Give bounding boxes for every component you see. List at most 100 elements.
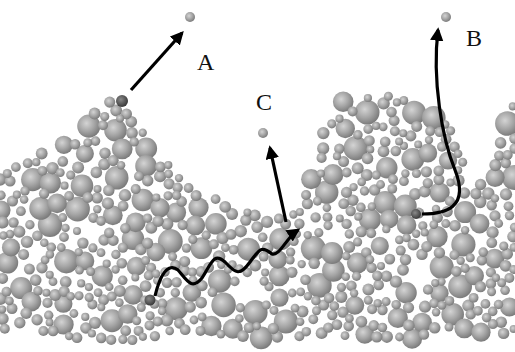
- cluster-sphere: [403, 302, 414, 313]
- cluster-sphere: [432, 308, 440, 316]
- cluster-sphere: [296, 317, 305, 326]
- cluster-sphere: [82, 192, 93, 203]
- cluster-sphere: [58, 213, 67, 222]
- cluster-sphere: [341, 331, 350, 340]
- cluster-sphere: [377, 262, 385, 270]
- cluster-sphere: [322, 164, 343, 185]
- cluster-sphere: [429, 322, 441, 334]
- cluster-sphere: [30, 274, 42, 286]
- cluster-sphere: [469, 293, 479, 303]
- cluster-sphere: [364, 94, 372, 102]
- cluster-sphere: [337, 283, 346, 292]
- cluster-sphere: [487, 226, 499, 238]
- cluster-sphere: [355, 100, 380, 125]
- cluster-sphere: [374, 299, 382, 307]
- cluster-sphere: [97, 248, 106, 257]
- cluster-sphere: [11, 162, 21, 172]
- cluster-sphere: [33, 286, 43, 296]
- path-arrow: [270, 148, 286, 222]
- cluster-sphere: [336, 215, 344, 223]
- cluster-sphere: [229, 245, 239, 255]
- cluster-sphere: [152, 216, 163, 227]
- cluster-sphere: [510, 243, 515, 252]
- cluster-sphere: [142, 238, 153, 249]
- particle-label: C: [256, 90, 272, 114]
- cluster-sphere: [60, 182, 68, 190]
- cluster-sphere: [131, 184, 141, 194]
- cluster-sphere: [104, 97, 115, 108]
- cluster-sphere: [221, 243, 230, 252]
- cluster-sphere: [118, 276, 128, 286]
- cluster-sphere: [504, 201, 514, 211]
- cluster-sphere: [335, 291, 347, 303]
- cluster-sphere: [2, 238, 20, 256]
- cluster-sphere: [132, 316, 141, 325]
- cluster-sphere: [313, 197, 322, 206]
- cluster-sphere: [171, 288, 180, 297]
- cluster-sphere: [348, 106, 358, 116]
- cluster-sphere: [376, 180, 385, 189]
- cluster-sphere: [178, 220, 188, 230]
- cluster-sphere: [454, 319, 474, 339]
- cluster-sphere: [86, 267, 95, 276]
- cluster-sphere: [366, 145, 374, 153]
- cluster-sphere: [314, 228, 323, 237]
- cluster-sphere: [134, 171, 144, 181]
- cluster-sphere: [172, 191, 182, 201]
- cluster-sphere: [499, 242, 508, 251]
- cluster-sphere: [111, 265, 119, 273]
- cluster-sphere: [184, 301, 196, 313]
- cluster-sphere: [419, 329, 430, 340]
- cluster-sphere: [486, 237, 497, 248]
- cluster-sphere: [64, 191, 74, 201]
- cluster-sphere: [494, 300, 503, 309]
- cluster-sphere: [494, 219, 503, 228]
- cluster-sphere: [362, 153, 374, 165]
- cluster-sphere: [93, 205, 101, 213]
- cluster-sphere: [168, 252, 177, 261]
- cluster-sphere: [454, 150, 463, 159]
- cluster-sphere: [141, 256, 150, 265]
- cluster-sphere: [510, 325, 515, 333]
- cluster-sphere: [65, 332, 73, 340]
- cluster-sphere: [77, 279, 85, 287]
- cluster-sphere: [0, 216, 9, 228]
- cluster-sphere: [509, 133, 515, 143]
- cluster-sphere: [304, 292, 312, 300]
- cluster-sphere: [329, 301, 339, 311]
- cluster-sphere: [412, 230, 420, 238]
- cluster-sphere: [495, 137, 507, 149]
- cluster-sphere: [296, 208, 304, 216]
- cluster-sphere: [2, 287, 12, 297]
- cluster-sphere: [0, 313, 9, 325]
- cluster-sphere: [487, 287, 496, 296]
- cluster-sphere: [397, 264, 409, 276]
- cluster-sphere: [471, 323, 490, 342]
- cluster-sphere: [342, 252, 351, 261]
- cluster-sphere: [38, 326, 48, 336]
- cluster-sphere: [368, 202, 377, 211]
- cluster-sphere: [226, 229, 237, 240]
- cluster-sphere: [286, 247, 295, 256]
- cluster-sphere: [317, 170, 325, 178]
- cluster-sphere: [438, 301, 447, 310]
- cluster-sphere: [89, 108, 101, 120]
- cluster-sphere: [115, 298, 124, 307]
- cluster-sphere: [3, 169, 12, 178]
- cluster-sphere: [384, 254, 395, 265]
- cluster-sphere: [195, 297, 207, 309]
- cluster-sphere: [70, 309, 79, 318]
- cluster-sphere: [393, 98, 401, 106]
- path-arrow: [422, 30, 460, 214]
- cluster-sphere: [8, 217, 18, 227]
- cluster-sphere: [236, 303, 245, 312]
- cluster-sphere: [402, 234, 411, 243]
- cluster-sphere: [381, 331, 393, 343]
- cluster-sphere: [380, 137, 391, 148]
- cluster-sphere: [384, 92, 393, 101]
- cluster-sphere: [403, 320, 415, 332]
- cluster-sphere: [430, 255, 454, 279]
- diffusion-path: [155, 230, 298, 296]
- cluster-sphere: [0, 273, 8, 284]
- cluster-sphere: [103, 185, 114, 196]
